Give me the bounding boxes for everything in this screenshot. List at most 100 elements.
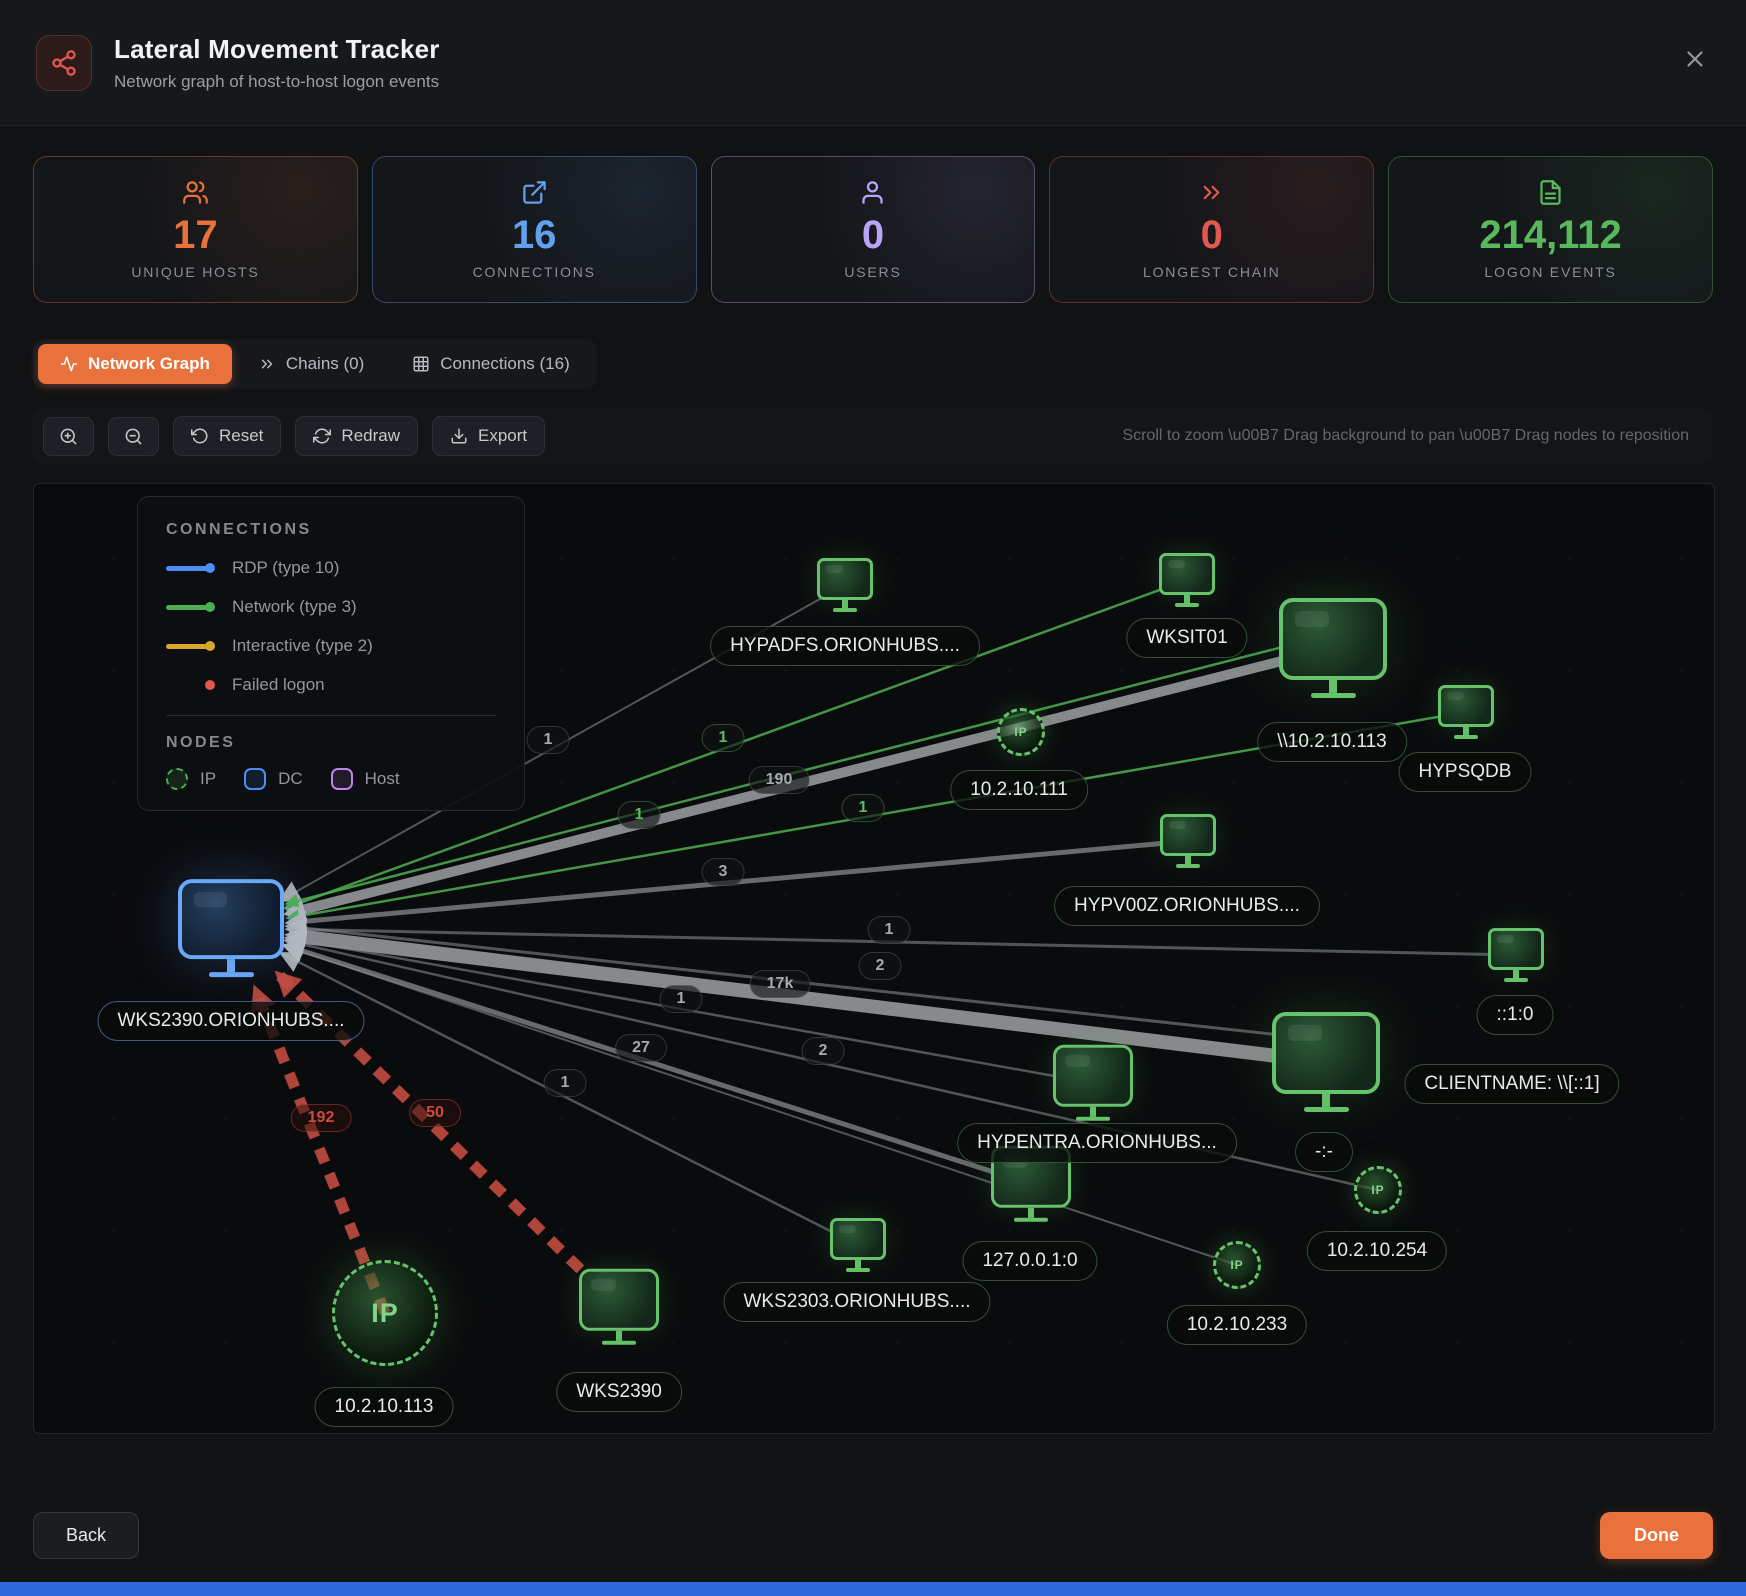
graph-edge — [250, 984, 391, 1316]
zoom-out-button[interactable] — [108, 416, 159, 456]
edge-weight-label: 2 — [858, 952, 902, 980]
tab-label: Network Graph — [88, 354, 210, 373]
legend-item-label: Interactive (type 2) — [232, 636, 373, 655]
graph-node-ip-10-2-10-254[interactable]: IP — [1354, 1166, 1402, 1214]
monitor-stand — [1513, 970, 1519, 978]
stat-value: 0 — [1200, 213, 1223, 257]
node-label: HYPADFS.ORIONHUBS.... — [710, 626, 980, 666]
legend-node-label: DC — [278, 769, 303, 788]
monitor-stand — [1185, 856, 1191, 864]
monitor-base — [1303, 1107, 1349, 1113]
zoom-in-button[interactable] — [43, 416, 94, 456]
graph-edge — [284, 926, 1327, 1069]
graph-node-ip-10-2-10-113[interactable]: IP — [332, 1260, 438, 1366]
legend-line-swatch — [166, 641, 215, 651]
monitor-base — [1175, 603, 1199, 607]
monitor-base — [602, 1340, 636, 1346]
grid-icon — [413, 356, 429, 372]
bottom-accent-bar — [0, 1582, 1746, 1596]
node-label: HYPSQDB — [1398, 752, 1532, 792]
graph-node-wks2390-dc[interactable] — [178, 879, 284, 977]
stat-label: UNIQUE HOSTS — [131, 264, 260, 280]
page-subtitle: Network graph of host-to-host logon even… — [114, 71, 440, 91]
stat-value: 17 — [173, 213, 218, 257]
reset-button[interactable]: Reset — [173, 416, 282, 456]
node-label: 127.0.0.1:0 — [962, 1241, 1098, 1281]
ip-node-circle: IP — [332, 1260, 438, 1366]
done-button[interactable]: Done — [1600, 1512, 1713, 1559]
edge-weight-label: 1 — [659, 985, 703, 1013]
tab-network-graph[interactable]: Network Graph — [38, 344, 232, 384]
graph-edge — [281, 941, 1238, 1266]
monitor-base — [833, 608, 857, 612]
ip-node-circle: IP — [1354, 1166, 1402, 1214]
export-button[interactable]: Export — [432, 416, 546, 456]
close-icon — [1687, 51, 1703, 67]
ip-node-text: IP — [371, 1297, 399, 1328]
edge-weight-label: 1 — [701, 724, 745, 752]
node-label: WKSIT01 — [1126, 618, 1248, 658]
node-label: 10.2.10.233 — [1166, 1305, 1308, 1345]
page-title: Lateral Movement Tracker — [114, 33, 440, 64]
rotate-ccw-icon — [191, 428, 208, 444]
view-tabs: Network Graph Chains (0)Connections (16) — [33, 339, 597, 389]
close-button[interactable] — [1682, 46, 1708, 72]
legend-node-type-dc: DC — [244, 768, 303, 790]
stat-label: USERS — [844, 264, 902, 280]
graph-node-wksit01[interactable] — [1159, 553, 1215, 607]
monitor-stand — [1090, 1106, 1096, 1117]
graph-node-hypentra[interactable] — [1053, 1044, 1133, 1122]
graph-node-hypadfs[interactable] — [817, 558, 873, 612]
graph-node-ip-10-2-10-111[interactable]: IP — [997, 708, 1045, 756]
graph-node-hypsqdb[interactable] — [1438, 685, 1494, 739]
monitor-screen — [1160, 814, 1216, 856]
monitor-screen — [830, 1218, 886, 1260]
redraw-label: Redraw — [341, 426, 401, 445]
legend-node-type-host: Host — [330, 768, 400, 790]
legend-node-label: Host — [364, 769, 400, 788]
edge-weight-label: 50 — [409, 1099, 461, 1127]
legend-item-type: RDP (type 10) — [166, 558, 496, 578]
zoom-out-icon — [125, 428, 142, 444]
legend-item-type: Interactive (type 2) — [166, 636, 496, 656]
stat-label: LOGON EVENTS — [1484, 264, 1617, 280]
node-label: WKS2390.ORIONHUBS.... — [97, 1001, 365, 1041]
monitor-base — [846, 1268, 870, 1272]
edge-weight-label: 1 — [543, 1069, 587, 1097]
reset-label: Reset — [219, 426, 264, 445]
activity-icon — [60, 356, 78, 372]
graph-node-host-1-0[interactable] — [1488, 928, 1544, 982]
stat-value: 16 — [511, 213, 557, 257]
stat-value: 0 — [861, 213, 885, 257]
legend-node-label: IP — [200, 769, 217, 788]
dialog-footer: Back Done — [33, 1512, 1713, 1559]
ip-node-circle: IP — [1213, 1241, 1261, 1289]
back-button[interactable]: Back — [33, 1512, 140, 1559]
network-graph-canvas[interactable]: CONNECTIONS RDP (type 10)Network (type 3… — [33, 483, 1715, 1434]
monitor-screen — [178, 879, 284, 960]
legend-item-label: Network (type 3) — [232, 597, 357, 616]
graph-node-wks2390-host[interactable] — [579, 1268, 659, 1346]
users-icon — [183, 181, 208, 204]
monitor-stand — [1463, 727, 1469, 735]
graph-node-clientname[interactable] — [1272, 1011, 1380, 1113]
stat-value: 214,112 — [1479, 213, 1622, 257]
tab-connections[interactable]: Connections (16) — [390, 344, 591, 384]
graph-node-hypv00z[interactable] — [1160, 814, 1216, 868]
ip-node-text: IP — [1014, 725, 1028, 739]
monitor-screen — [1159, 553, 1215, 595]
node-label: -:- — [1295, 1132, 1353, 1172]
download-icon — [451, 428, 467, 444]
monitor-stand — [1184, 595, 1190, 603]
graph-node-wks2303[interactable] — [830, 1218, 886, 1272]
monitor-stand — [1329, 679, 1337, 694]
redraw-button[interactable]: Redraw — [295, 416, 419, 456]
graph-edge — [282, 643, 1335, 921]
monitor-stand — [616, 1330, 622, 1341]
tab-chains[interactable]: Chains (0) — [236, 344, 386, 384]
monitor-screen — [1053, 1044, 1133, 1107]
graph-node-ip-10-2-10-233[interactable]: IP — [1213, 1241, 1261, 1289]
graph-node-host-10-2-10-113[interactable] — [1279, 597, 1387, 699]
